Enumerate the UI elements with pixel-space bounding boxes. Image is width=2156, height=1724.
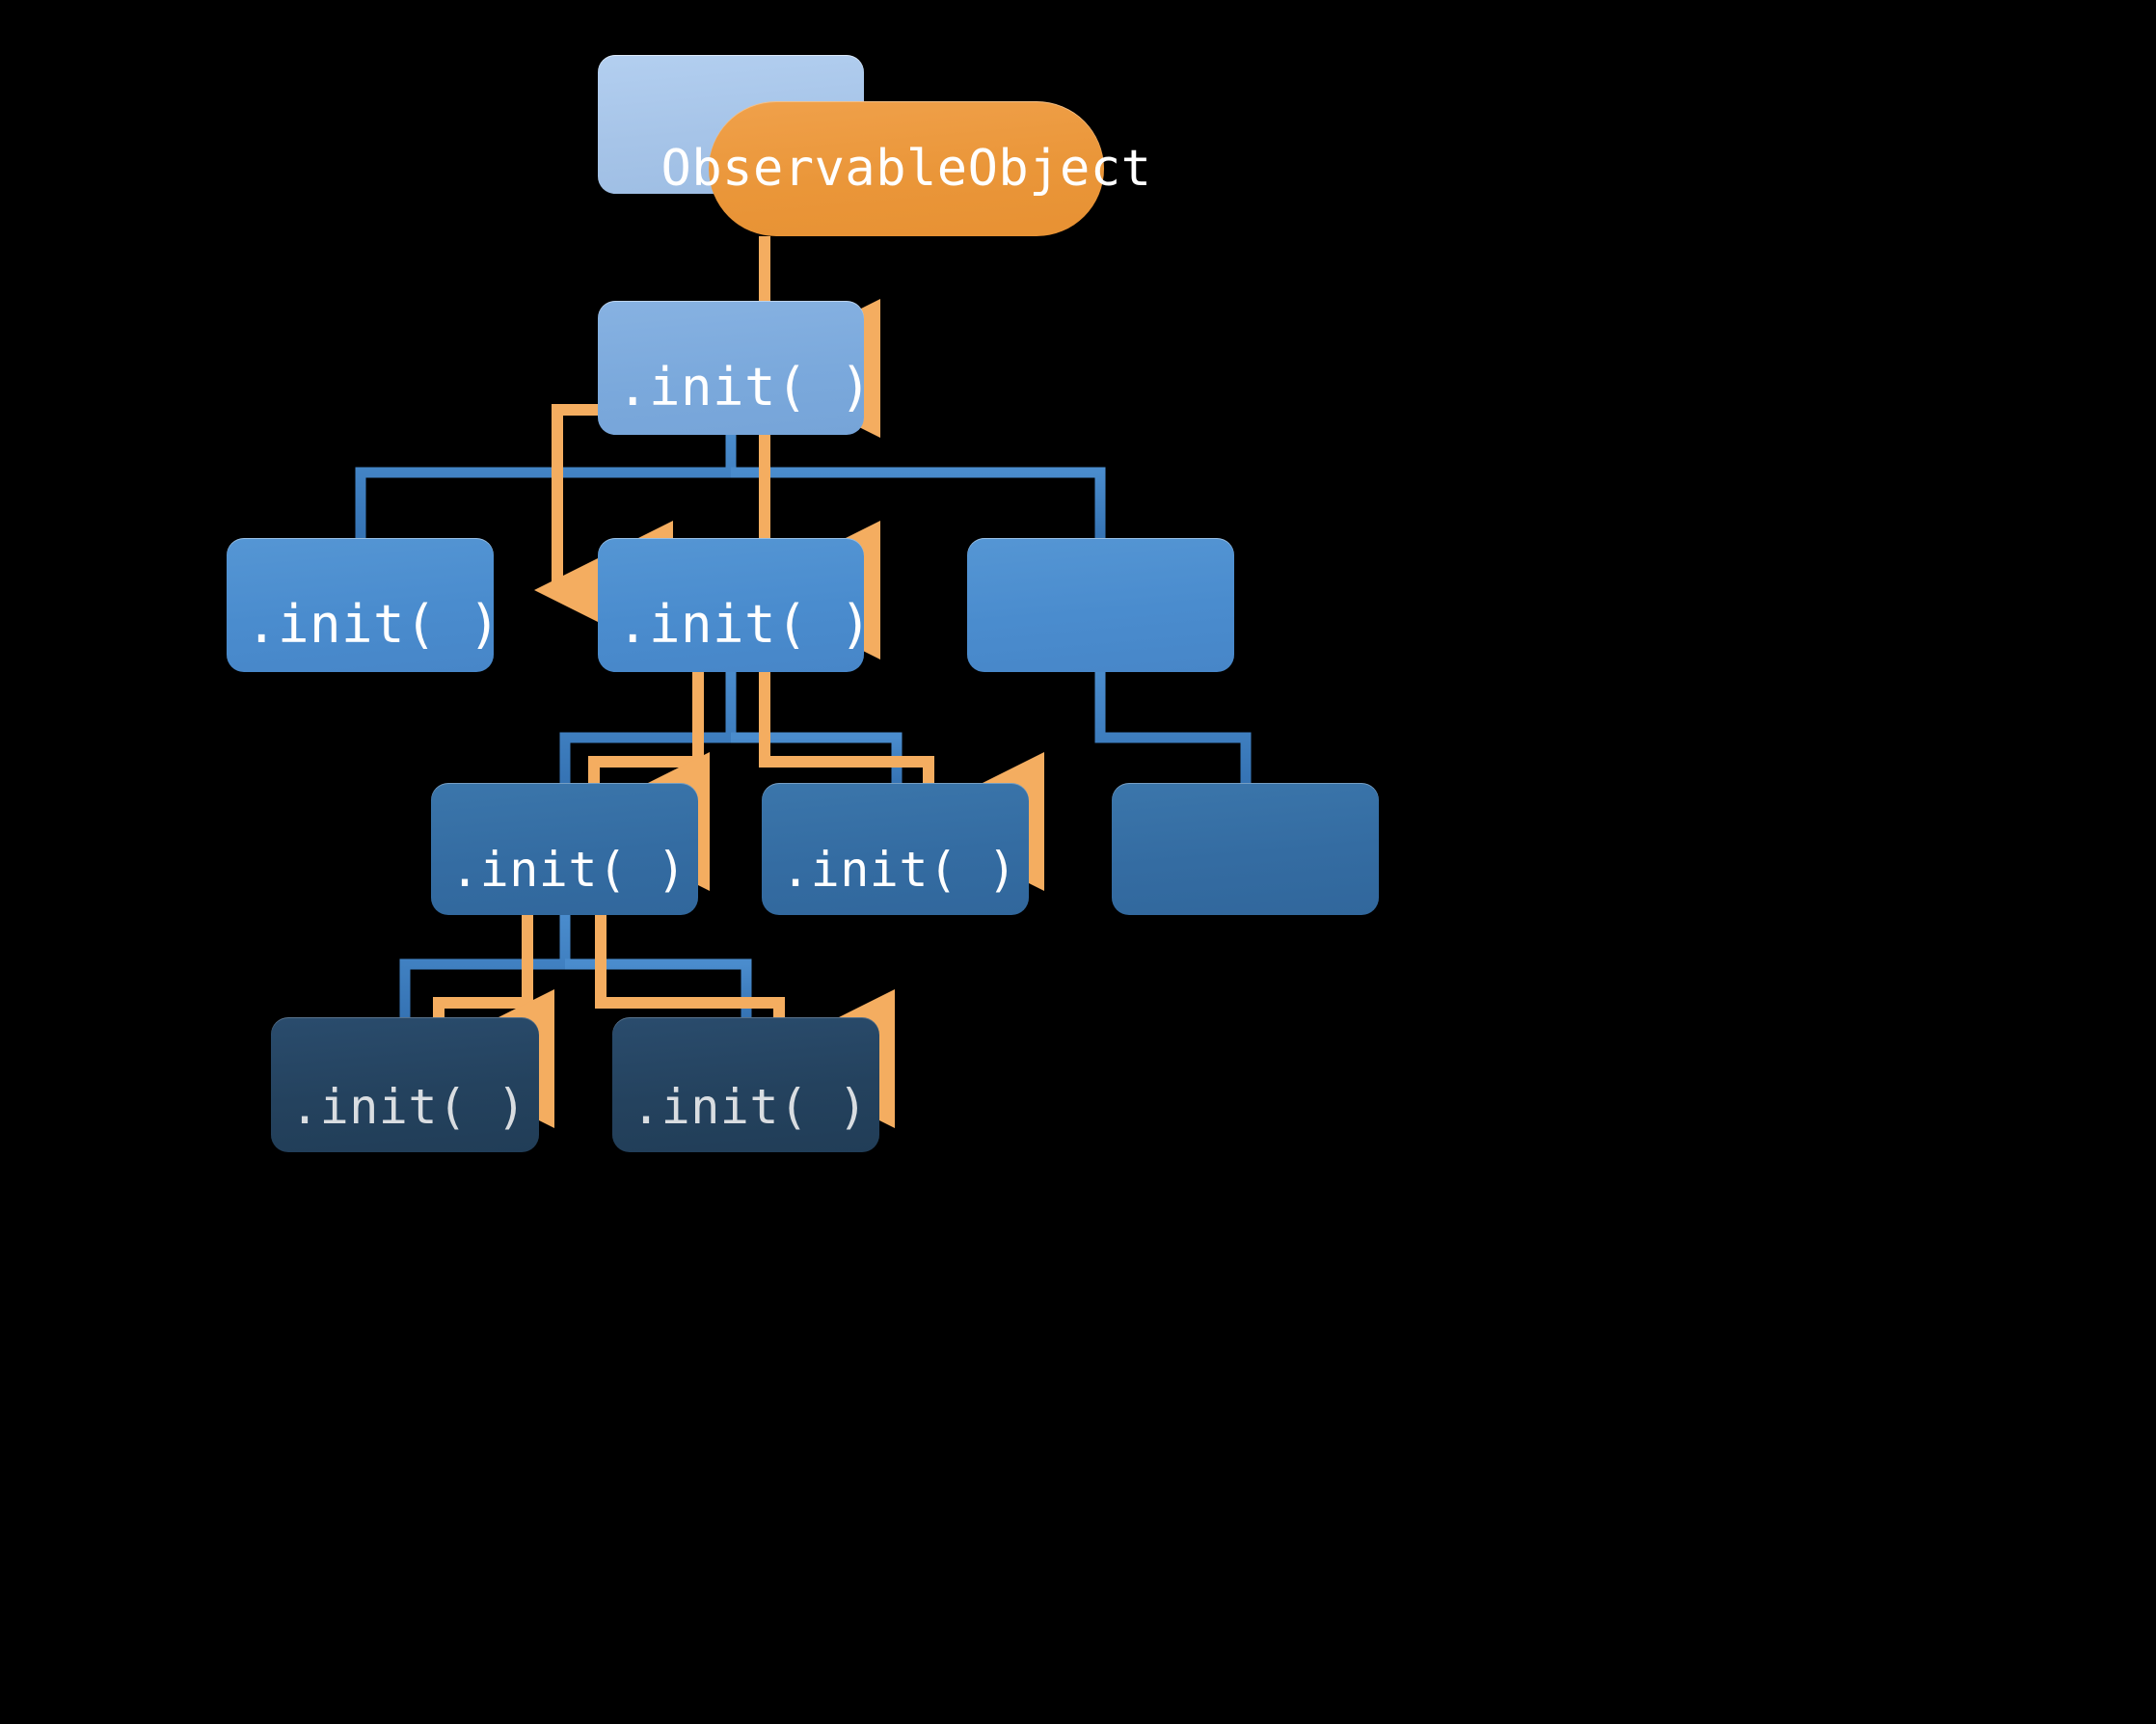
orange-arrow — [534, 404, 673, 660]
node-label: .init( ) — [246, 594, 501, 655]
blue-edge — [731, 467, 1106, 538]
node-label: .init( ) — [290, 1079, 526, 1135]
node-empty-level2-right[interactable] — [967, 538, 1234, 672]
blue-edge — [565, 958, 752, 1017]
node-init-level4-left[interactable]: .init( ) — [271, 1017, 539, 1152]
node-init-level3-middle[interactable]: .init( ) — [762, 783, 1029, 915]
node-label: .init( ) — [617, 594, 873, 655]
blue-edge — [731, 732, 903, 783]
node-init-level3-left[interactable]: .init( ) — [431, 783, 698, 915]
node-init-level2-left[interactable]: .init( ) — [227, 538, 500, 672]
observable-object-label: ObservableObject — [660, 140, 1152, 198]
blue-edge — [355, 435, 737, 538]
node-label: .init( ) — [781, 842, 1017, 898]
blue-edge — [559, 672, 737, 783]
node-label — [967, 651, 986, 672]
node-label: .init( ) — [632, 1079, 868, 1135]
node-label: .init( ) — [617, 357, 873, 418]
blue-edge — [1094, 672, 1252, 783]
observable-object-badge[interactable]: ObservableObject — [661, 101, 1151, 236]
node-init-level1[interactable]: .init( ) — [598, 301, 872, 435]
node-empty-level3-right[interactable] — [1112, 783, 1379, 915]
blue-edge — [399, 915, 571, 1017]
node-init-level2-middle[interactable]: .init( ) — [598, 538, 872, 672]
node-label — [1112, 894, 1131, 915]
node-label — [598, 173, 617, 194]
node-init-level4-right[interactable]: .init( ) — [612, 1017, 879, 1152]
node-label: .init( ) — [450, 842, 687, 898]
